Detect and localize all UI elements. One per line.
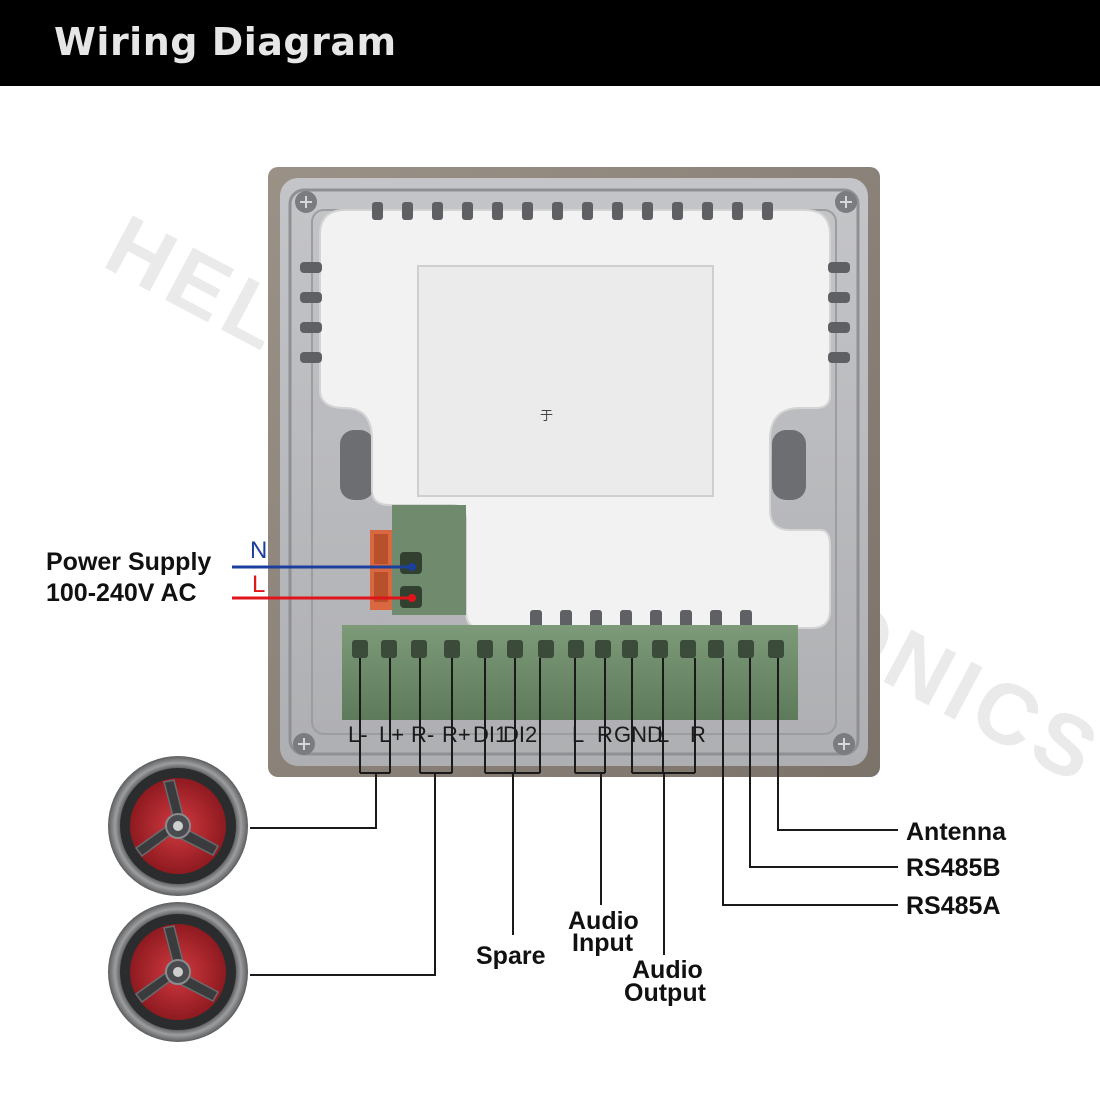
- spare-label: Spare: [476, 942, 546, 970]
- terminal-labels: L- L+ R- R+ DI1 DI2 L R GND L R: [348, 722, 706, 747]
- audio-input-label-line2: Input: [572, 929, 634, 957]
- terminal-label: GND: [614, 722, 663, 747]
- terminal-label: R: [690, 722, 706, 747]
- terminal-label: DI2: [503, 722, 537, 747]
- screw-icon: [835, 191, 857, 213]
- terminal-label: R-: [411, 722, 434, 747]
- audio-output-label-line2: Output: [624, 979, 707, 1007]
- power-wires: [232, 563, 416, 602]
- screw-icon: [295, 191, 317, 213]
- module-mark: 于: [540, 409, 553, 424]
- ceiling-speaker-icon: [108, 902, 248, 1042]
- terminal-label: L-: [348, 722, 368, 747]
- terminal-label: DI1: [473, 722, 507, 747]
- terminal-label: R+: [442, 722, 471, 747]
- audio-output-label-line1: Audio: [632, 956, 703, 984]
- wire-l-label: L: [252, 571, 265, 598]
- antenna-label: Antenna: [906, 818, 1007, 846]
- screw-icon: [833, 733, 855, 755]
- terminal-label: L+: [379, 722, 404, 747]
- wire-n-label: N: [250, 537, 267, 564]
- rs485a-label: RS485A: [906, 892, 1001, 920]
- signal-terminal-block: [342, 625, 798, 720]
- module-window: [417, 265, 714, 497]
- power-supply-label: Power Supply: [46, 548, 211, 576]
- audio-input-label-line1: Audio: [568, 907, 639, 935]
- header-bar: Wiring Diagram: [0, 0, 1100, 86]
- ceiling-speaker-icon: [108, 756, 248, 896]
- rs485b-label: RS485B: [906, 854, 1001, 882]
- terminal-label: L: [572, 722, 584, 747]
- power-terminal-block: [370, 505, 466, 615]
- signal-wires: [250, 658, 898, 976]
- vent-slots: [372, 202, 773, 220]
- screw-icon: [293, 733, 315, 755]
- page-title: Wiring Diagram: [54, 20, 397, 64]
- power-voltage-label: 100-240V AC: [46, 579, 197, 607]
